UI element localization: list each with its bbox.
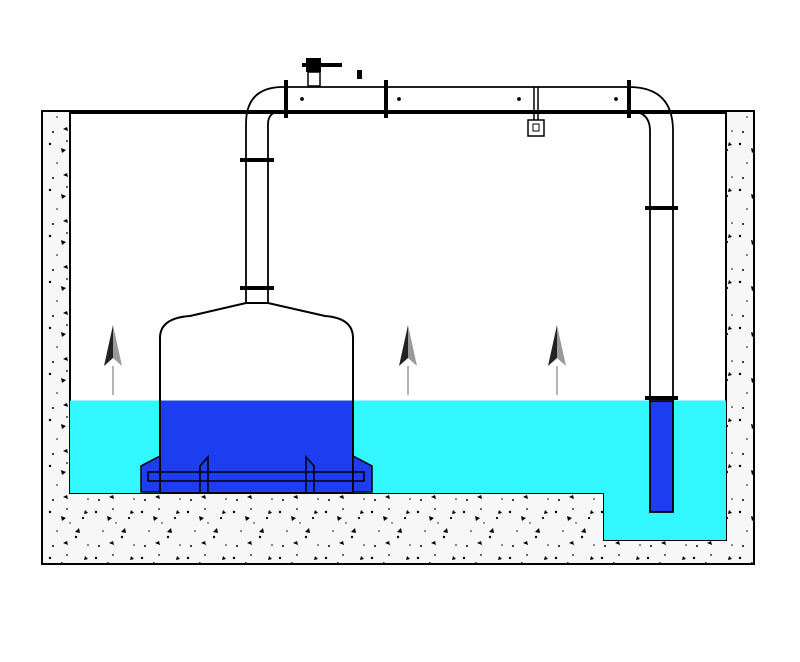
up-arrow-icon (399, 325, 417, 395)
base-frame (147, 471, 365, 482)
support-leg-right (305, 455, 315, 492)
inlet-pipe (240, 86, 284, 303)
gauge-icon (527, 87, 545, 137)
outlet-submerged (649, 400, 674, 513)
support-leg-left (199, 455, 209, 492)
up-arrow-icon (548, 325, 566, 395)
valve-icon (302, 58, 362, 87)
outlet-pipe (628, 86, 678, 513)
chamber-foot-left (140, 454, 161, 493)
up-arrow-icon (104, 325, 122, 395)
chamber-foot-right (352, 454, 373, 493)
bell-chamber (140, 302, 373, 493)
chamber-water (161, 401, 352, 492)
